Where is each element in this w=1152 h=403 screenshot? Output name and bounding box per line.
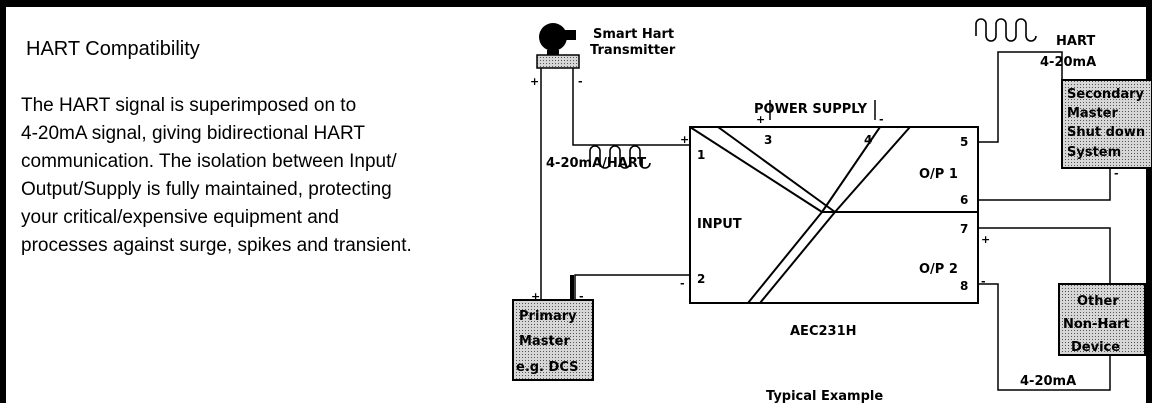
primary-master-label: Primary xyxy=(519,309,577,324)
isolator-module xyxy=(689,126,979,304)
primary-master-label: Master xyxy=(519,334,570,349)
wiring xyxy=(540,51,1111,391)
polarity-minus: - xyxy=(579,290,584,303)
secondary-master-label: Master xyxy=(1067,106,1118,121)
input-signal-label: 4-20mA/HART xyxy=(546,156,646,171)
transmitter-label: Smart Hart xyxy=(593,27,674,42)
description-line: communication. The isolation between Inp… xyxy=(21,151,397,172)
polarity-plus: + xyxy=(756,113,765,126)
module-name: AEC231H xyxy=(790,324,857,339)
polarity-minus: - xyxy=(981,275,986,288)
transmitter-label: Transmitter xyxy=(590,43,676,58)
polarity-minus: - xyxy=(680,277,685,290)
terminal-number: 6 xyxy=(960,193,968,207)
power-supply-label: POWER SUPPLY xyxy=(754,102,868,117)
polarity-minus: - xyxy=(879,113,884,126)
input-label: INPUT xyxy=(697,217,742,232)
description-line: 4-20mA signal, giving bidirectional HART xyxy=(21,123,365,144)
other-device-box xyxy=(1058,283,1146,356)
hart-label: HART xyxy=(1056,34,1095,49)
secondary-master-label: Secondary xyxy=(1067,87,1145,102)
diagram-caption: Typical Example xyxy=(766,389,883,403)
terminal-number: 3 xyxy=(764,133,772,147)
thick-lead xyxy=(570,275,574,300)
description-line: your critical/expensive equipment and xyxy=(21,207,339,228)
secondary-master-box xyxy=(1061,79,1152,169)
polarity-plus: + xyxy=(680,133,689,146)
description-text: The HART signal is superimposed on to 4-… xyxy=(21,92,521,260)
hart-wave-icon xyxy=(975,18,1037,42)
secondary-master-label: Shut down xyxy=(1067,125,1145,140)
secondary-master-label: System xyxy=(1067,145,1121,160)
terminal-number: 8 xyxy=(960,279,968,293)
hart-wave-icon xyxy=(589,145,651,169)
primary-master-label: e.g. DCS xyxy=(516,360,578,375)
description-line: Output/Supply is fully maintained, prote… xyxy=(21,179,392,200)
polarity-plus: + xyxy=(530,75,539,88)
terminal-number: 4 xyxy=(864,133,872,147)
description-line: processes against surge, spikes and tran… xyxy=(21,235,412,256)
section-heading: HART Compatibility xyxy=(26,38,200,60)
polarity-plus: + xyxy=(531,290,540,303)
out1-signal-label: 4-20mA xyxy=(1040,55,1096,70)
polarity-plus: + xyxy=(981,233,990,246)
other-device-label: Non-Hart xyxy=(1063,317,1130,332)
output-2-label: O/P 2 xyxy=(919,262,958,277)
transmitter-icon xyxy=(536,23,580,69)
output-1-label: O/P 1 xyxy=(919,167,958,182)
polarity-minus: - xyxy=(578,75,583,88)
primary-master-box xyxy=(512,299,594,381)
other-device-label: Device xyxy=(1071,340,1120,355)
other-device-label: Other xyxy=(1077,294,1119,309)
terminal-number: 7 xyxy=(960,222,968,236)
polarity-minus: - xyxy=(1114,167,1119,180)
terminal-number: 2 xyxy=(697,272,705,286)
description-line: The HART signal is superimposed on to xyxy=(21,95,357,116)
out2-signal-label: 4-20mA xyxy=(1020,374,1076,389)
terminal-number: 5 xyxy=(960,135,968,149)
terminal-number: 1 xyxy=(697,148,705,162)
